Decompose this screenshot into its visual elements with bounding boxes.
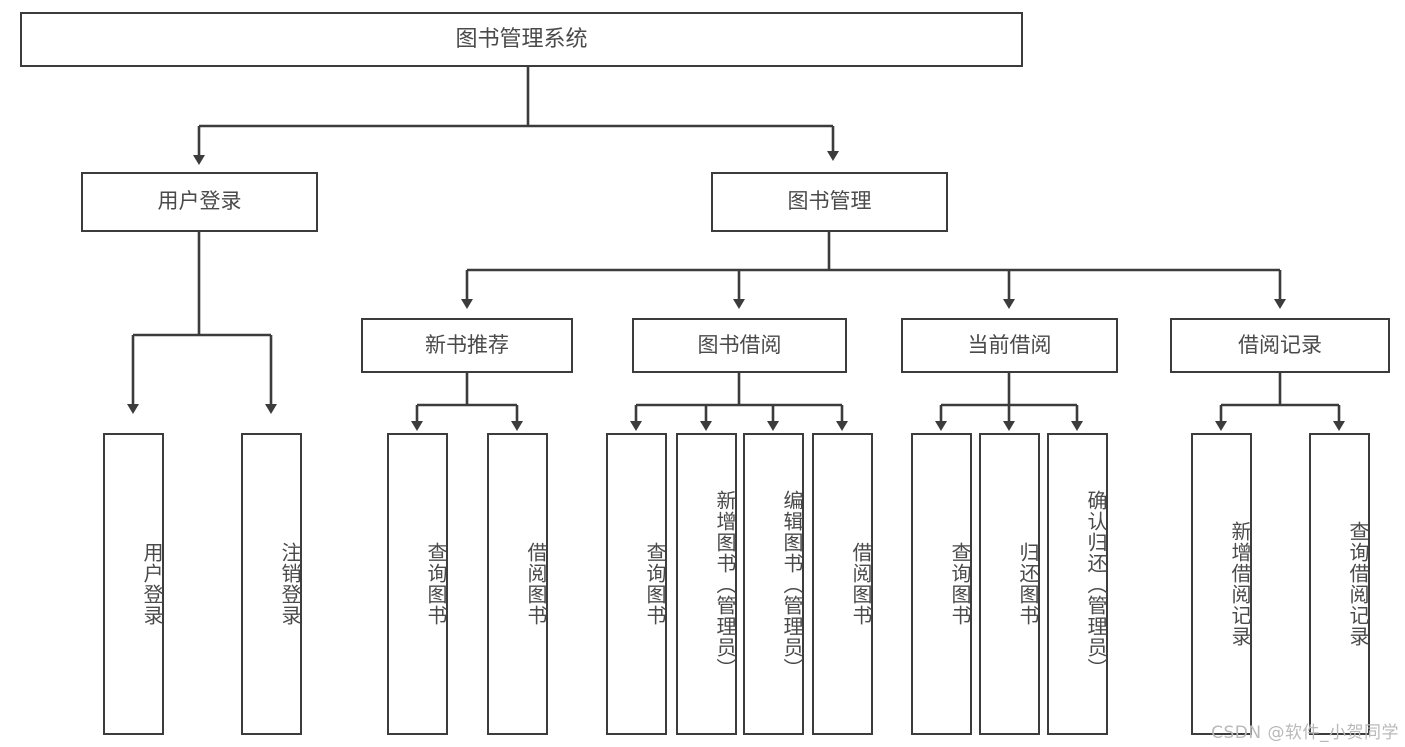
node-new-book-recommend-label: 新书推荐 (425, 332, 509, 357)
leaf-user-login-label: 用户登录 (140, 542, 164, 626)
node-new-book-recommend[interactable]: 新书推荐 (361, 318, 573, 373)
leaf-edit-book[interactable]: 编辑图书（管理员） (743, 433, 804, 735)
leaf-confirm-return[interactable]: 确认归还（管理员） (1047, 433, 1108, 735)
node-root[interactable]: 图书管理系统 (20, 12, 1023, 67)
node-book-borrow[interactable]: 图书借阅 (632, 318, 847, 373)
leaf-confirm-return-label: 确认归还（管理员） (1084, 489, 1108, 679)
node-borrow-record[interactable]: 借阅记录 (1170, 318, 1390, 373)
leaf-logout-login[interactable]: 注销登录 (241, 433, 302, 735)
leaf-add-record[interactable]: 新增借阅记录 (1191, 433, 1252, 735)
leaf-edit-book-label: 编辑图书（管理员） (780, 489, 804, 679)
leaf-logout-login-label: 注销登录 (278, 542, 302, 626)
node-book-manage-label: 图书管理 (787, 189, 872, 214)
leaf-add-book-label: 新增图书（管理员） (713, 489, 737, 679)
leaf-borrow-book-2[interactable]: 借阅图书 (812, 433, 873, 735)
leaf-return-book-label: 归还图书 (1016, 542, 1040, 626)
leaf-query-book-2[interactable]: 查询图书 (606, 433, 667, 735)
leaf-query-book-3-label: 查询图书 (948, 542, 972, 626)
leaf-add-book[interactable]: 新增图书（管理员） (676, 433, 737, 735)
leaf-return-book[interactable]: 归还图书 (979, 433, 1040, 735)
leaf-query-record[interactable]: 查询借阅记录 (1309, 433, 1370, 735)
node-borrow-record-label: 借阅记录 (1238, 332, 1322, 357)
leaf-user-login[interactable]: 用户登录 (103, 433, 164, 735)
leaf-query-book-1[interactable]: 查询图书 (387, 433, 448, 735)
watermark: CSDN @软件_小贺同学 (1211, 723, 1399, 743)
leaf-borrow-book-1[interactable]: 借阅图书 (487, 433, 548, 735)
leaf-add-record-label: 新增借阅记录 (1228, 521, 1252, 647)
leaf-borrow-book-1-label: 借阅图书 (524, 542, 548, 626)
node-root-label: 图书管理系统 (455, 26, 588, 52)
leaf-query-book-3[interactable]: 查询图书 (911, 433, 972, 735)
node-book-manage[interactable]: 图书管理 (711, 172, 948, 232)
node-user-login[interactable]: 用户登录 (81, 172, 318, 232)
node-book-borrow-label: 图书借阅 (697, 332, 782, 357)
leaf-borrow-book-2-label: 借阅图书 (849, 542, 873, 626)
leaf-query-book-2-label: 查询图书 (643, 542, 667, 626)
leaf-query-record-label: 查询借阅记录 (1346, 521, 1370, 647)
node-current-borrow-label: 当前借阅 (967, 332, 1052, 357)
node-user-login-label: 用户登录 (157, 189, 242, 214)
node-current-borrow[interactable]: 当前借阅 (901, 318, 1118, 373)
leaf-query-book-1-label: 查询图书 (424, 542, 448, 626)
